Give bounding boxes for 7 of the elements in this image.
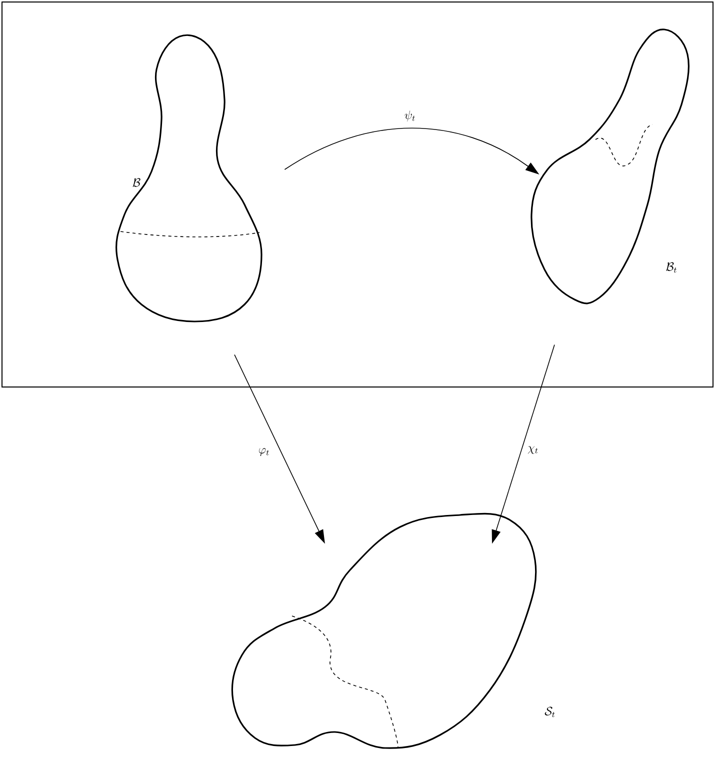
edge-label: $\varphi_t$ — [257, 447, 271, 457]
region-label: $\mathcal{S}_t$ — [544, 706, 555, 718]
frame-box — [2, 2, 714, 388]
region-label: $\mathcal{B}_t$ — [666, 262, 676, 273]
edge-label: $\chi_t$ — [526, 445, 540, 455]
edge-label: $\psi_t$ — [403, 110, 417, 122]
region-label: $\mathcal{B}$ — [132, 178, 140, 187]
